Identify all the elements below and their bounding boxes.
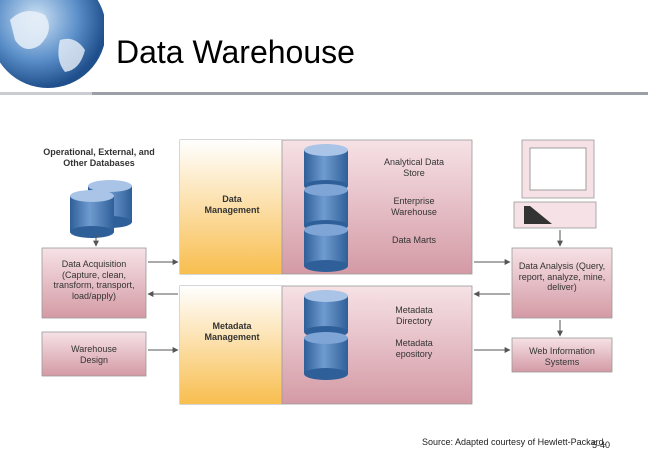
metadata-repository-label: Metadata epository [395,338,433,359]
metadata-management-panel [180,286,282,404]
data-store-stack-icon [304,144,348,272]
metadata-directory-label: Metadata Directory [395,305,433,326]
data-management-label: Data Management [204,194,260,215]
page-number: 5-40 [592,440,611,450]
globe-logo [0,0,104,88]
title-rule [92,92,648,95]
databases-label: Operational, External, and Other Databas… [43,147,155,168]
web-info-label: Web Information Systems [529,346,595,367]
title-rule-left [0,92,92,95]
web-info-box [511,337,613,373]
source-note: Source: Adapted courtesy of Hewlett-Pack… [422,437,607,447]
page-title: Data Warehouse [116,34,355,70]
data-analysis-label: Data Analysis (Query, report, analyze, m… [518,261,606,292]
data-acquisition-label: Data Acquisition (Capture, clean, transf… [53,259,135,301]
data-acquisition-box [41,247,147,319]
analytical-store-label: Analytical Data Store [383,157,445,178]
enterprise-warehouse-label: Enterprise Warehouse [391,196,437,217]
data-management-panel [180,140,282,274]
warehouse-design-label: Warehouse Design [71,344,117,365]
computer-icon [513,139,597,229]
data-analysis-box [511,247,613,319]
warehouse-design-box [41,331,147,377]
metadata-management-label: Metadata Management [204,321,260,342]
source-databases-icon [70,180,132,238]
data-marts-label: Data Marts [391,235,436,245]
metadata-stack-icon [304,290,348,380]
